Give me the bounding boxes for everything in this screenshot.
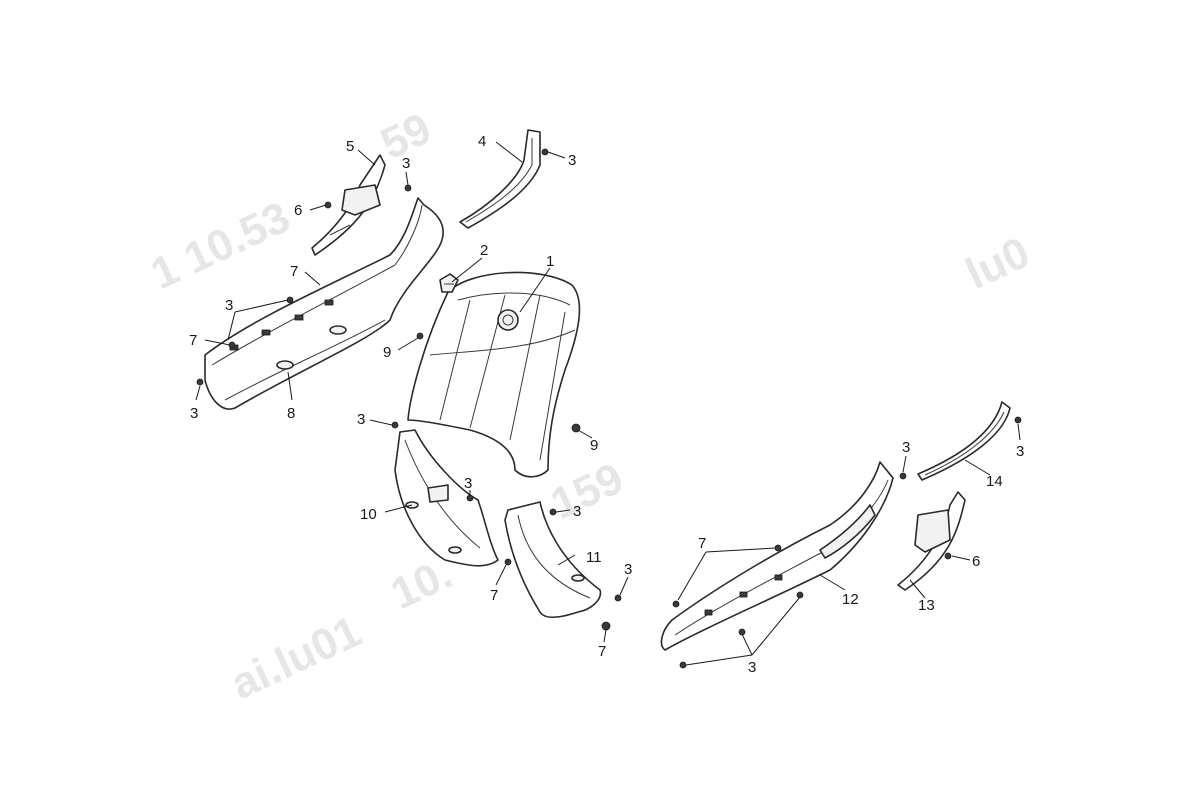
callout-9b: 9 xyxy=(590,437,598,454)
screw-icon xyxy=(391,421,399,429)
callout-10: 10 xyxy=(360,506,377,523)
callout-4: 4 xyxy=(478,133,486,150)
callout-3h: 3 xyxy=(624,561,632,578)
screw-icon xyxy=(601,621,611,631)
callout-13: 13 xyxy=(918,597,935,614)
callout-3k: 3 xyxy=(748,659,756,676)
screw-icon xyxy=(944,552,952,560)
part-12-right-side-cover xyxy=(660,461,894,651)
screw-icon xyxy=(404,184,412,192)
callout-6a: 6 xyxy=(294,202,302,219)
part-5-bracket xyxy=(311,154,386,256)
callout-1: 1 xyxy=(546,253,554,270)
callout-7c: 7 xyxy=(490,587,498,604)
watermark-1: 1 10.53 xyxy=(144,193,298,299)
watermark-layer: 1 10.53 59 lu0 10. 159 ai.lu01 xyxy=(144,104,1037,709)
callout-2: 2 xyxy=(480,242,488,259)
part-8-left-side-cover xyxy=(204,197,444,410)
part-4-trim-strip xyxy=(459,129,541,229)
callout-3d: 3 xyxy=(190,405,198,422)
watermark-6: ai.lu01 xyxy=(224,607,369,709)
screw-icon xyxy=(416,332,424,340)
callout-12: 12 xyxy=(842,591,859,608)
screw-icon xyxy=(196,378,204,386)
part-14-right-trim-strip xyxy=(917,401,1011,481)
callout-5: 5 xyxy=(346,138,354,155)
callout-7d: 7 xyxy=(598,643,606,660)
callout-3i: 3 xyxy=(902,439,910,456)
callout-14: 14 xyxy=(986,473,1003,490)
screw-icon xyxy=(899,472,907,480)
callout-3a: 3 xyxy=(568,152,576,169)
callout-3g: 3 xyxy=(573,503,581,520)
callout-6b: 6 xyxy=(972,553,980,570)
watermark-5: 159 xyxy=(544,454,631,529)
leader-lines xyxy=(195,141,1021,666)
callout-8: 8 xyxy=(287,405,295,422)
screw-icon xyxy=(1014,416,1022,424)
screw-icon xyxy=(796,591,804,599)
watermark-3: lu0 xyxy=(959,228,1037,299)
part-13-right-bracket xyxy=(897,491,966,591)
screw-icon xyxy=(504,558,512,566)
callout-3f: 3 xyxy=(464,475,472,492)
screw-icon xyxy=(541,148,549,156)
callout-7e: 7 xyxy=(698,535,706,552)
callout-9a: 9 xyxy=(383,344,391,361)
callout-3b: 3 xyxy=(402,155,410,172)
screw-icon xyxy=(614,594,622,602)
fastener-group xyxy=(196,148,1022,669)
part-11-lower-cover-right xyxy=(504,501,602,619)
windshield-emblem xyxy=(497,309,519,331)
callout-11: 11 xyxy=(586,549,602,566)
screw-icon xyxy=(679,661,687,669)
callout-3j: 3 xyxy=(1016,443,1024,460)
callout-7b: 7 xyxy=(189,332,197,349)
part-1-windshield xyxy=(407,271,581,478)
screw-icon xyxy=(672,600,680,608)
callout-labels: 1 2 3 3 3 3 3 3 3 3 3 3 3 3 4 5 6 6 7 7 … xyxy=(189,133,1024,676)
callout-3e: 3 xyxy=(357,411,365,428)
screw-icon xyxy=(774,544,782,552)
callout-3c: 3 xyxy=(225,297,233,314)
callout-7a: 7 xyxy=(290,263,298,280)
part-2-clip xyxy=(439,273,459,293)
part-10-lower-cover-left xyxy=(394,429,499,567)
screw-icon xyxy=(549,508,557,516)
